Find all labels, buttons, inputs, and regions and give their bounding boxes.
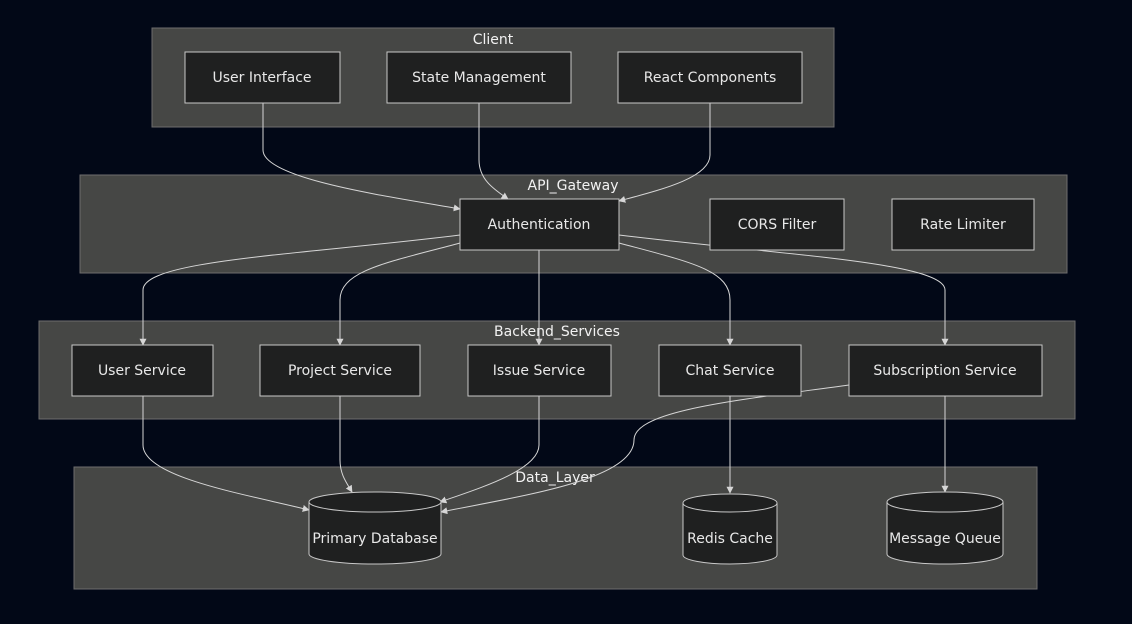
node-redis-cache-label: Redis Cache bbox=[687, 531, 773, 547]
node-state-management-label: State Management bbox=[412, 70, 546, 86]
node-project-service-label: Project Service bbox=[288, 363, 392, 379]
edge-authentication-to-project-service bbox=[336, 242, 461, 346]
node-chat-service-label: Chat Service bbox=[686, 363, 775, 379]
edge-authentication-to-chat-service bbox=[618, 242, 734, 346]
cluster-backend-services-label: Backend_Services bbox=[494, 324, 620, 340]
node-authentication[interactable]: Authentication bbox=[459, 198, 620, 251]
node-rate-limiter-label: Rate Limiter bbox=[920, 217, 1006, 233]
node-message-queue[interactable]: Message Queue bbox=[886, 491, 1004, 565]
node-state-management[interactable]: State Management bbox=[386, 51, 572, 104]
node-redis-cache[interactable]: Redis Cache bbox=[682, 493, 778, 565]
node-cors-filter-label: CORS Filter bbox=[738, 217, 817, 233]
edge-authentication-to-subscription-service bbox=[618, 234, 949, 346]
node-react-components[interactable]: React Components bbox=[617, 51, 803, 104]
edge-project-service-to-primary-database bbox=[339, 396, 353, 493]
node-user-interface[interactable]: User Interface bbox=[184, 51, 341, 104]
node-primary-database-label: Primary Database bbox=[312, 531, 437, 547]
node-message-queue-label: Message Queue bbox=[889, 531, 1001, 547]
edge-state-management-to-authentication bbox=[478, 103, 509, 200]
cluster-data-layer: Data_Layer bbox=[73, 466, 1038, 590]
node-user-service-label: User Service bbox=[98, 363, 186, 379]
edge-user-interface-to-authentication bbox=[262, 103, 461, 212]
cluster-data-layer-label: Data_Layer bbox=[515, 470, 595, 486]
edge-issue-service-to-primary-database bbox=[439, 396, 540, 504]
node-cors-filter[interactable]: CORS Filter bbox=[709, 198, 845, 251]
edge-react-components-to-authentication bbox=[618, 103, 711, 203]
node-issue-service[interactable]: Issue Service bbox=[467, 344, 612, 397]
cluster-api-gateway-label: API_Gateway bbox=[528, 178, 619, 194]
edges bbox=[139, 103, 949, 515]
node-subscription-service[interactable]: Subscription Service bbox=[848, 344, 1043, 397]
node-authentication-label: Authentication bbox=[488, 217, 591, 233]
node-project-service[interactable]: Project Service bbox=[259, 344, 421, 397]
edge-user-service-to-primary-database bbox=[142, 396, 310, 512]
cluster-client-label: Client bbox=[473, 32, 514, 48]
node-subscription-service-label: Subscription Service bbox=[873, 363, 1016, 379]
node-chat-service[interactable]: Chat Service bbox=[658, 344, 802, 397]
edge-authentication-to-user-service bbox=[139, 234, 461, 346]
node-react-components-label: React Components bbox=[644, 70, 777, 86]
node-rate-limiter[interactable]: Rate Limiter bbox=[891, 198, 1035, 251]
node-user-service[interactable]: User Service bbox=[71, 344, 214, 397]
node-user-interface-label: User Interface bbox=[212, 70, 311, 86]
edge-subscription-service-to-primary-database bbox=[440, 384, 850, 515]
node-issue-service-label: Issue Service bbox=[493, 363, 585, 379]
node-primary-database[interactable]: Primary Database bbox=[308, 491, 442, 565]
